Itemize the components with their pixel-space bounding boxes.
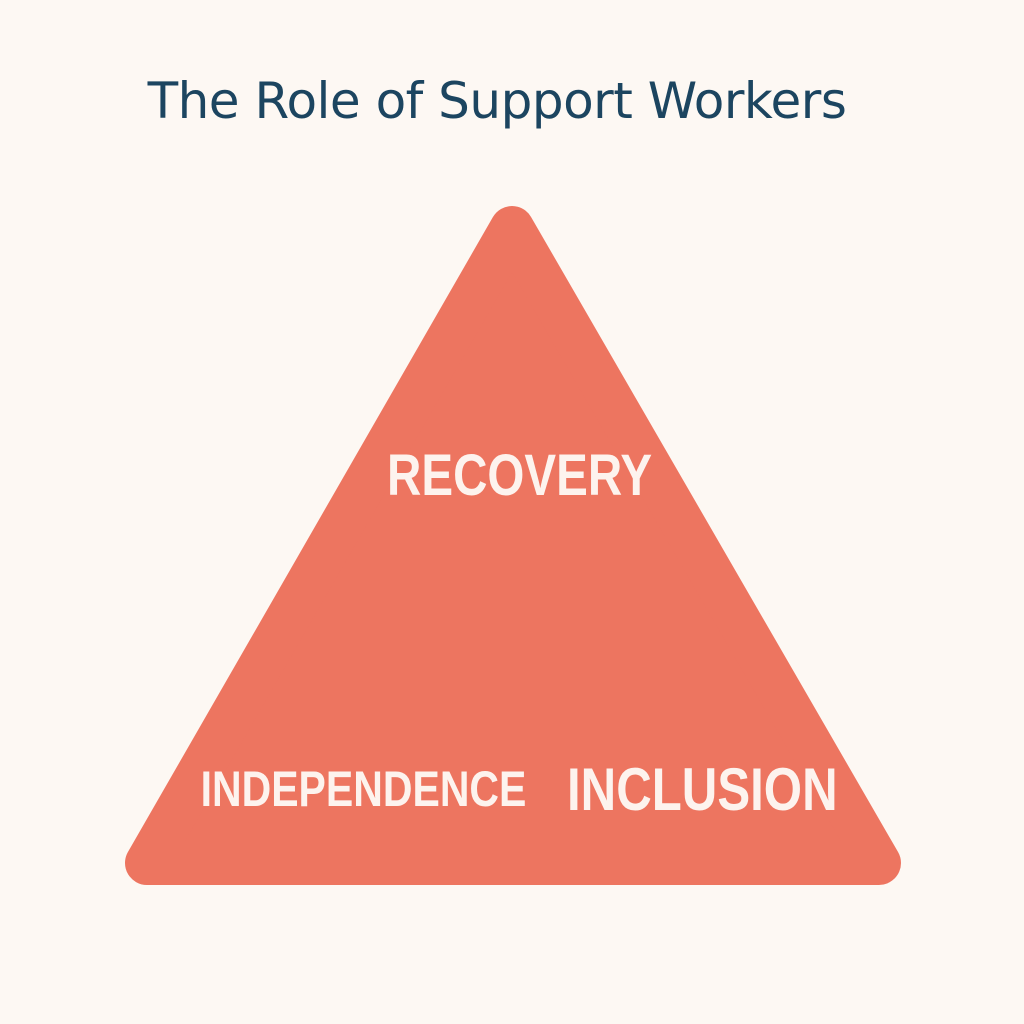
triangle-shape [125,206,901,885]
diagram-title: The Role of Support Workers [147,72,847,130]
label-recovery: RECOVERY [387,443,653,508]
label-inclusion: INCLUSION [567,756,838,823]
label-independence: INDEPENDENCE [200,761,527,817]
